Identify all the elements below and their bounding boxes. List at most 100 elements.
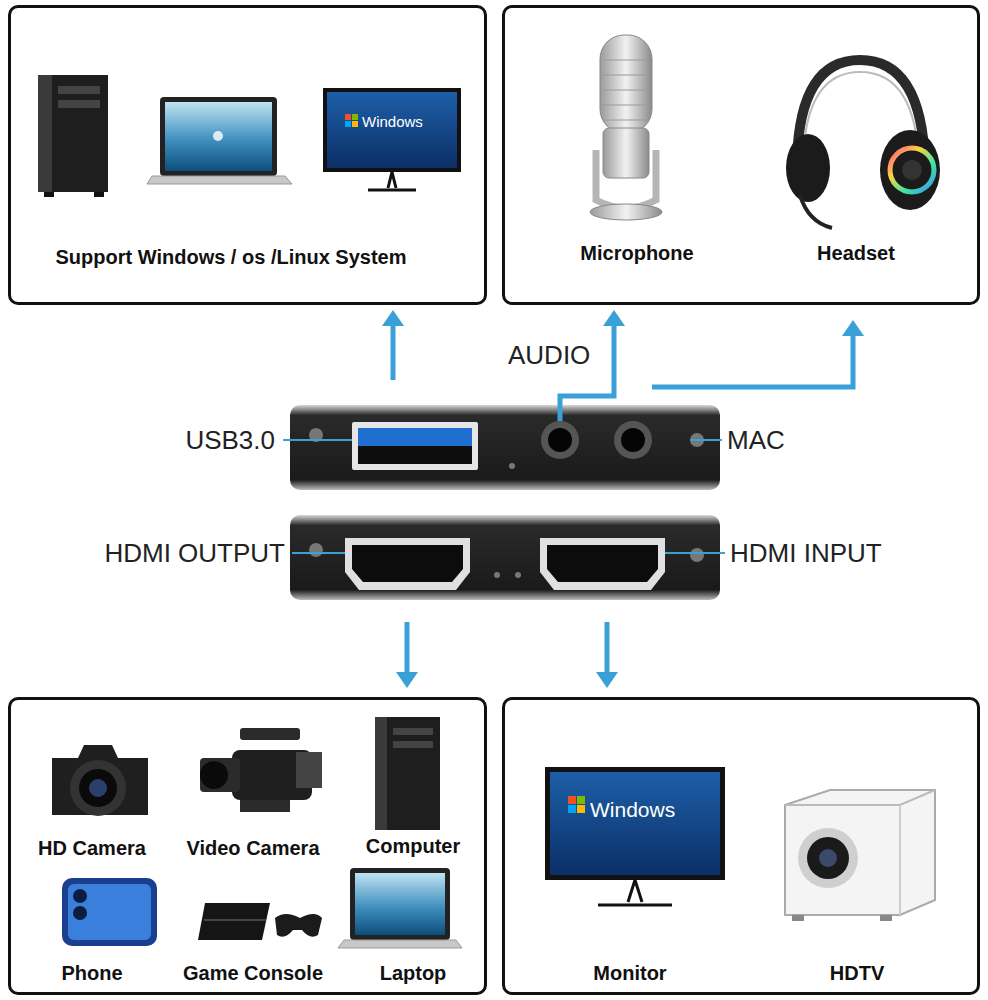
capture-device-top-part: [614, 421, 652, 459]
phone-part: [73, 889, 87, 903]
arrow-heads-part: [596, 672, 618, 688]
tower-pc-part: [94, 192, 104, 197]
laptop-part: [338, 940, 462, 948]
capture-device-bottom-part: [540, 538, 665, 590]
video-camera: [200, 728, 322, 812]
microphone-part: [590, 204, 662, 220]
capture-device-bottom: [290, 515, 720, 600]
tower-pc-part: [44, 192, 54, 197]
tower-pc: [38, 75, 108, 197]
phone-part: [62, 878, 157, 946]
monitor-part: [577, 796, 585, 804]
laptop-part: [147, 176, 292, 184]
monitor-part: [577, 805, 585, 813]
capture-device-bottom-part: [515, 572, 521, 578]
tower-pc-part: [375, 717, 440, 830]
arrows-part: [560, 322, 614, 421]
laptop-part: [213, 131, 223, 141]
monitor-part: [327, 92, 457, 168]
capture-device-top-part: [290, 405, 720, 490]
arrow-heads-part: [603, 310, 625, 326]
screen-logo-text: Windows: [590, 798, 675, 821]
projector-part: [899, 805, 901, 915]
microphone-part: [596, 150, 656, 208]
device-caption: HDTV: [830, 962, 884, 984]
headset-part: [890, 148, 934, 192]
leader-lines-part: [283, 439, 352, 441]
tower-pc-part: [38, 75, 52, 192]
headset-part: [786, 134, 830, 202]
headset-part: [880, 130, 940, 210]
projector-part: [819, 849, 837, 867]
capture-device-bottom-part: [690, 548, 704, 562]
capture-device-top-part: [358, 428, 472, 446]
monitor-part: [345, 114, 351, 120]
monitor-part: [568, 796, 576, 804]
arrow-heads-part: [842, 320, 864, 336]
monitor-part: [568, 805, 576, 813]
tower-pc-part: [393, 741, 433, 748]
device-caption: Computer: [366, 835, 460, 857]
tower-pc-part: [393, 728, 433, 735]
leader-lines: [283, 440, 725, 553]
arrow-heads: [382, 310, 864, 688]
video-camera-part: [296, 752, 322, 788]
screen-logo-text: Windows: [362, 114, 423, 131]
device-group-box: HD CameraVideo CameraComputerPhoneGame C…: [8, 697, 487, 995]
capture-device-top-part: [548, 428, 572, 452]
arrows-part: [652, 332, 853, 387]
port-label: USB3.0: [185, 426, 275, 455]
hd-camera-part: [79, 769, 117, 807]
monitor-part: [352, 121, 358, 127]
arrow-heads-part: [382, 310, 404, 326]
arrow-heads-part: [396, 672, 418, 688]
capture-device-top: [290, 405, 720, 490]
capture-device-bottom-part: [345, 538, 470, 590]
capture-device-top-part: [352, 422, 478, 470]
hd-camera-part: [70, 760, 126, 816]
capture-device-top-part: [541, 421, 579, 459]
microphone-part: [600, 35, 652, 133]
projector-part: [785, 790, 935, 805]
device-caption: HD Camera: [38, 837, 146, 859]
port-label: AUDIO: [508, 341, 590, 370]
tower-pc-part: [58, 86, 100, 94]
projector-part: [792, 915, 804, 921]
monitor-part: [598, 904, 672, 907]
capture-device-bottom-part: [494, 572, 500, 578]
phone-part: [68, 884, 151, 940]
projector-part: [880, 915, 892, 921]
monitor-part: [345, 121, 351, 127]
projector: [785, 790, 935, 921]
monitor-part: [628, 880, 642, 902]
hd-camera-part: [89, 779, 107, 797]
laptop-part: [160, 97, 277, 176]
monitor: [545, 767, 725, 905]
port-label: MAC: [727, 426, 785, 455]
headset-part: [902, 160, 922, 180]
capture-device-top-part: [621, 428, 645, 452]
headset: [786, 60, 940, 228]
leader-lines-part: [665, 552, 725, 554]
video-camera-part: [200, 761, 228, 789]
leader-lines-part: [292, 552, 345, 554]
device-caption: Video Camera: [186, 837, 319, 859]
capture-device-top-part: [358, 446, 472, 464]
projector-part: [798, 828, 858, 888]
hd-camera: [52, 745, 148, 816]
game-console-part: [204, 919, 266, 921]
monitor-part: [368, 189, 416, 192]
device-group-box: Support Windows / os /Linux System: [8, 5, 487, 305]
device-caption: Support Windows / os /Linux System: [56, 246, 407, 268]
device-caption: Laptop: [380, 962, 447, 984]
video-camera-part: [240, 728, 300, 740]
laptop-part: [350, 868, 450, 940]
arrows: [393, 322, 853, 676]
capture-device-top-part: [509, 463, 515, 469]
monitor: [323, 88, 461, 190]
microphone-part: [602, 60, 650, 120]
device-group-box: MicrophoneHeadset: [502, 5, 980, 305]
device-caption: Game Console: [183, 962, 323, 984]
headset-part: [800, 195, 832, 228]
